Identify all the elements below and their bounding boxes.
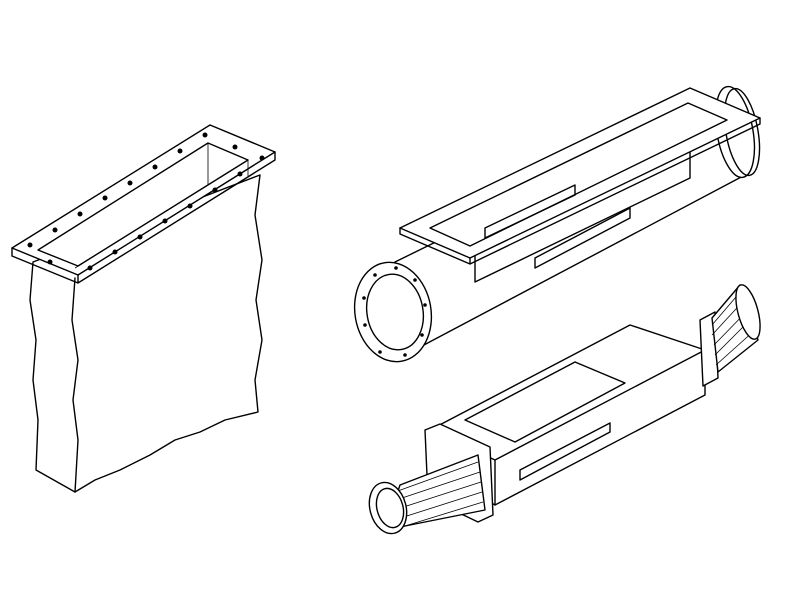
pipe-left-flange [353,261,433,363]
pipe-left-bore [365,273,425,351]
filter-bag-front-edge [71,277,79,493]
rect-flange-thickness [399,117,761,265]
round-pipe-assembly [353,85,761,363]
left-cone-bore [375,487,405,529]
left-cone-lines [387,461,484,531]
pipe-left-bolt-holes [362,266,427,357]
flange-thickness [11,151,276,284]
flange-inner-wall [74,143,249,269]
inlet-box-slot [534,207,631,269]
rect-flange-inner-slot [484,184,576,239]
rect-flange-opening [429,102,728,247]
box-side-slot [519,422,611,481]
flange-bolt-holes [27,132,265,271]
right-cone-lines [711,289,756,366]
box-top-opening [464,361,626,443]
right-cone-ring [735,284,761,340]
rectangular-box-with-cones [368,284,761,535]
filter-bag-assembly [11,124,276,493]
